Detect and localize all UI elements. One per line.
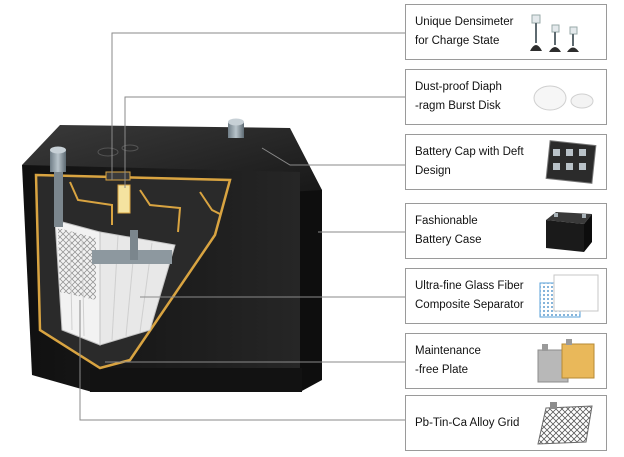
callout-densimeter-line2: for Charge State — [415, 35, 500, 47]
callout-burst-disk-line2: -ragm Burst Disk — [415, 100, 501, 112]
burst-disk-icon — [533, 85, 594, 111]
negative-terminal — [50, 150, 66, 172]
callout-densimeter: Unique Densimeter for Charge State — [405, 4, 607, 60]
callout-grid: Pb-Tin-Ca Alloy Grid — [405, 395, 607, 451]
callout-plate-line1: Maintenance — [415, 345, 481, 357]
callout-densimeter-line1: Unique Densimeter — [415, 16, 514, 28]
callout-battery-cap-line2: Design — [415, 165, 451, 177]
leader-densimeter — [111, 32, 405, 180]
densimeter-tube — [117, 184, 131, 214]
leader-battery-cap — [261, 147, 405, 166]
vent-caps — [97, 144, 139, 214]
callout-grid-line1: Pb-Tin-Ca Alloy Grid — [415, 417, 520, 429]
callout-battery-case-line2: Battery Case — [415, 234, 482, 246]
positive-terminal — [228, 122, 244, 138]
separator-icon — [539, 274, 599, 318]
leader-grid — [79, 300, 405, 421]
callout-separator-line1: Ultra-fine Glass Fiber — [415, 280, 524, 292]
battery-cutaway — [34, 173, 232, 370]
callout-separator-line2: Composite Separator — [415, 299, 524, 311]
callout-battery-cap-line1: Battery Cap with Deft — [415, 146, 524, 158]
densimeter-icon — [530, 14, 579, 52]
battery-case-icon — [546, 212, 592, 252]
leader-lines — [79, 32, 405, 421]
callout-battery-case-line1: Fashionable — [415, 215, 478, 227]
alloy-grid-icon — [537, 402, 593, 445]
callout-plate-line2: -free Plate — [415, 364, 469, 376]
plate-icon — [537, 339, 595, 383]
battery-side-face — [300, 170, 322, 392]
terminal-posts — [50, 118, 244, 260]
callout-burst-disk: Dust-proof Diaph -ragm Burst Disk — [405, 69, 607, 125]
leader-burst-disk — [124, 96, 405, 188]
battery-cap-icon — [545, 140, 597, 184]
callout-burst-disk-line1: Dust-proof Diaph — [415, 81, 502, 93]
callout-plate: Maintenance -free Plate — [405, 333, 607, 389]
battery-base — [90, 368, 302, 392]
